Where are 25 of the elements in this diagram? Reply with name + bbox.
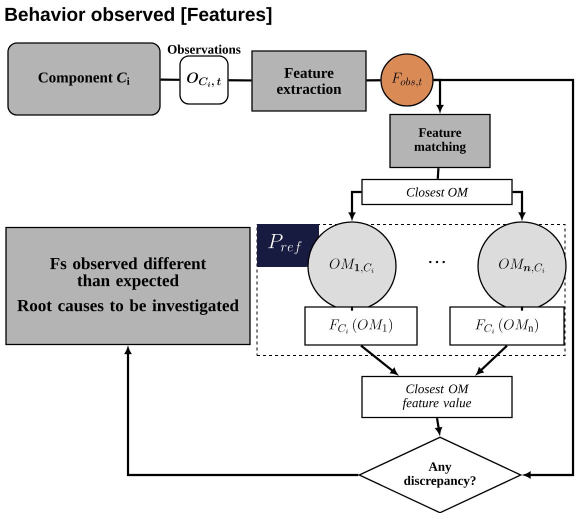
connector (434, 78, 444, 112)
connector (228, 79, 252, 82)
feature-box: $F_{C_i}\left(OM_1\right)$ (304, 306, 418, 346)
connector (512, 190, 526, 220)
connector (124, 347, 358, 476)
connector (348, 190, 362, 220)
connector (520, 306, 524, 311)
observation-box: Observations $\boldsymbol{O_{C_i,\,t}}$ (168, 44, 241, 105)
connector (360, 344, 398, 375)
process-box: Feature extraction (251, 50, 367, 112)
connector (160, 78, 180, 81)
feature-box: $F_{C_i}\left(OM_\mathrm{n}\right)$ (449, 306, 565, 346)
ellipsis: … (429, 260, 445, 264)
connector (434, 78, 574, 478)
title: Behavior observed [Features] (5, 7, 272, 25)
component-box: Component C$_{i}$ (7, 42, 161, 116)
connector (436, 418, 442, 434)
connector (436, 168, 440, 179)
connector (366, 79, 380, 82)
node-label: Observations (168, 44, 241, 54)
process-box: Feature matching (389, 114, 491, 168)
result-box: Closest OM (361, 178, 513, 206)
connector (350, 306, 354, 311)
conclusion-box: Fs observed different than expected Root causes to be investigated (5, 226, 251, 346)
result-box: Closest OM feature value (361, 376, 513, 418)
